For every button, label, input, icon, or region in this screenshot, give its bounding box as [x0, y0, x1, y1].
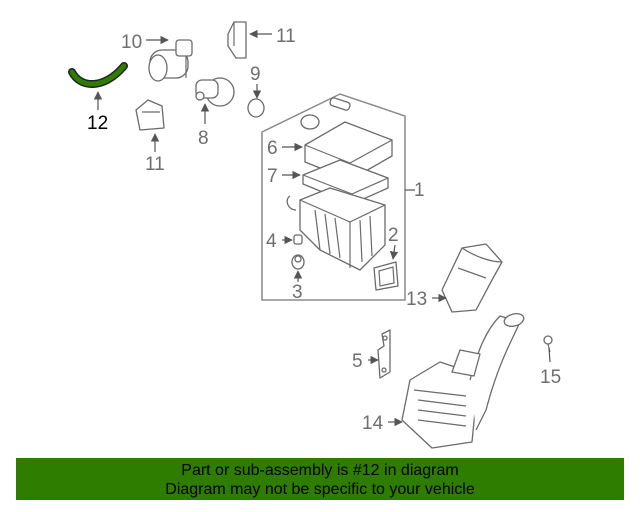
exploded-parts-diagram: 12 10 11 9 8: [68, 21, 561, 449]
callout-11-lower: 11: [145, 154, 165, 175]
part-11-cover-lower: [135, 99, 165, 131]
part-14-resonator: [401, 313, 525, 449]
part-15-bolt: [543, 335, 553, 353]
callout-8: 8: [198, 128, 209, 149]
part-tab: [329, 97, 351, 111]
part-11-cover-top: [227, 21, 247, 59]
part-8-sensor: [195, 77, 235, 107]
leader-line-2: [389, 244, 399, 260]
part-12-hose[interactable]: [68, 62, 128, 88]
callout-9: 9: [250, 64, 261, 85]
part-9-o-ring: [247, 98, 265, 118]
callout-14: 14: [362, 413, 384, 434]
part-4-grommet: [293, 234, 303, 245]
part-10-sensor: [148, 39, 193, 82]
callout-2: 2: [388, 225, 399, 246]
info-banner: Part or sub-assembly is #12 in diagram D…: [16, 458, 624, 500]
part-3-mount: [291, 254, 305, 270]
callout-12: 12: [87, 113, 108, 134]
callout-11-top: 11: [276, 26, 296, 47]
callout-7: 7: [267, 166, 278, 187]
part-7-filter-element: [302, 159, 389, 205]
air-box-housing: [286, 187, 386, 271]
callout-6: 6: [267, 138, 278, 159]
callout-1: 1: [414, 180, 425, 201]
callout-5: 5: [352, 351, 363, 372]
callout-10: 10: [121, 32, 142, 53]
banner-line-2: Diagram may not be specific to your vehi…: [165, 481, 475, 498]
assembly-1-outline: [261, 93, 406, 301]
callout-13: 13: [406, 289, 427, 310]
part-5-bracket: [377, 329, 391, 379]
part-clip: [300, 114, 320, 130]
callout-15: 15: [540, 367, 561, 388]
callout-4: 4: [266, 231, 277, 252]
callout-3: 3: [292, 282, 303, 303]
part-2-gasket: [373, 261, 399, 291]
leader-line-15: [548, 347, 551, 363]
banner-line-1: Part or sub-assembly is #12 in diagram: [181, 462, 459, 479]
part-13-duct: [441, 243, 503, 313]
